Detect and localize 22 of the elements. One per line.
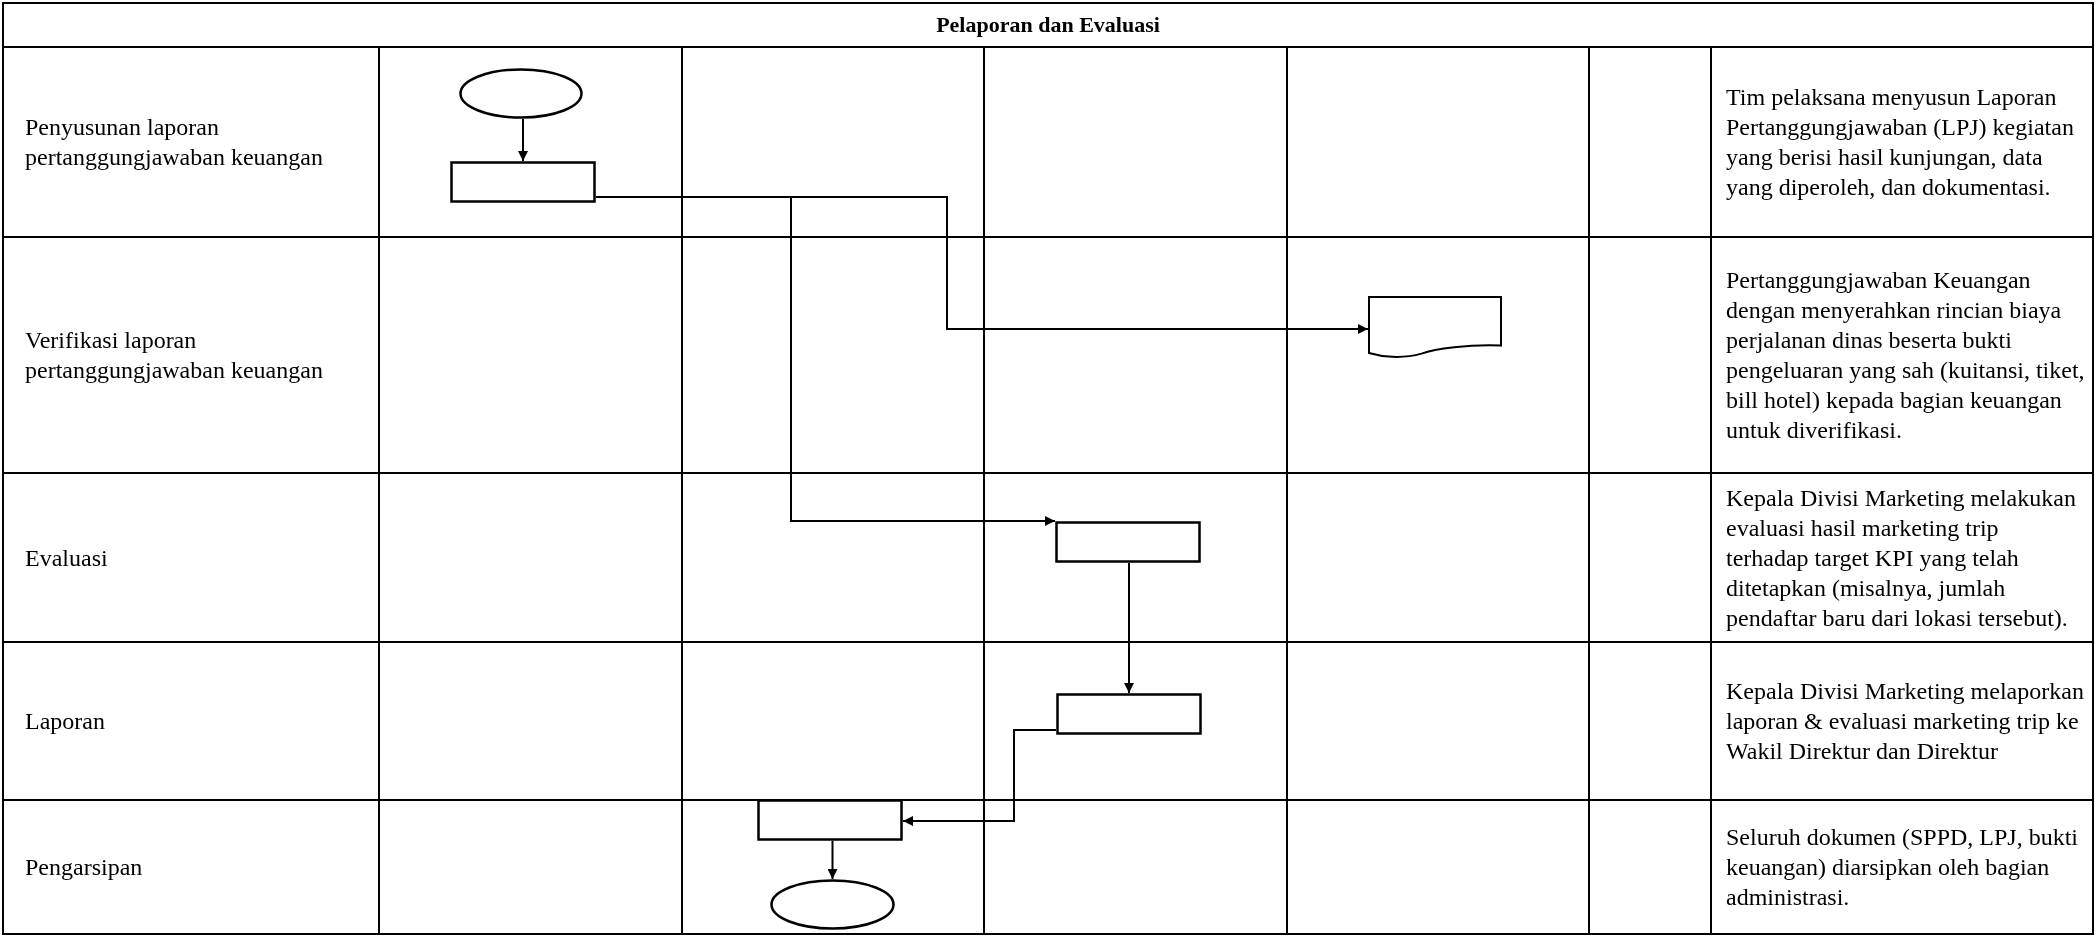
arrow <box>518 118 528 162</box>
step-description: Kepala Divisi Marketing melaporkan laporan & evaluasi marketing trip ke Wakil Direktur dan Direktur <box>1726 677 2085 766</box>
process-box <box>450 161 596 203</box>
terminal-oval <box>459 68 583 119</box>
document-shape <box>1368 296 1502 358</box>
process-box <box>1056 693 1202 735</box>
step-description: Pertanggungjawaban Keuangan dengan menyerahkan rincian biaya perjalanan dinas beserta bukti pengeluaran yang sah (kuitansi, tiket, bill hotel) kepada bagian keuangan untuk diverifikasi. <box>1726 266 2086 445</box>
lane-label: Laporan <box>25 707 105 736</box>
arrow <box>1124 562 1134 694</box>
arrow <box>902 729 1057 826</box>
process-box <box>757 799 903 841</box>
process-box <box>1055 521 1201 563</box>
lane-label: Penyusunan laporan pertanggungjawaban keuangan <box>25 113 324 172</box>
step-description: Tim pelaksana menyusun Laporan Pertanggungjawaban (LPJ) kegiatan yang berisi hasil kunjungan, data yang diperoleh, dan dokumentasi. <box>1726 83 2075 202</box>
terminal-oval <box>770 879 895 930</box>
table-title: Pelaporan dan Evaluasi <box>936 12 1160 38</box>
step-description: Seluruh dokumen (SPPD, LPJ, bukti keuangan) diarsipkan oleh bagian administrasi. <box>1726 823 2080 912</box>
lane-label: Pengarsipan <box>25 853 143 882</box>
lane-label: Verifikasi laporan pertanggungjawaban keuangan <box>25 326 324 385</box>
step-description: Kepala Divisi Marketing melakukan evaluasi hasil marketing trip terhadap target KPI yang telah ditetapkan (misalnya, jumlah pendaftar baru dari lokasi tersebut). <box>1726 483 2077 633</box>
lane-label: Evaluasi <box>25 543 108 573</box>
arrow <box>827 840 838 880</box>
